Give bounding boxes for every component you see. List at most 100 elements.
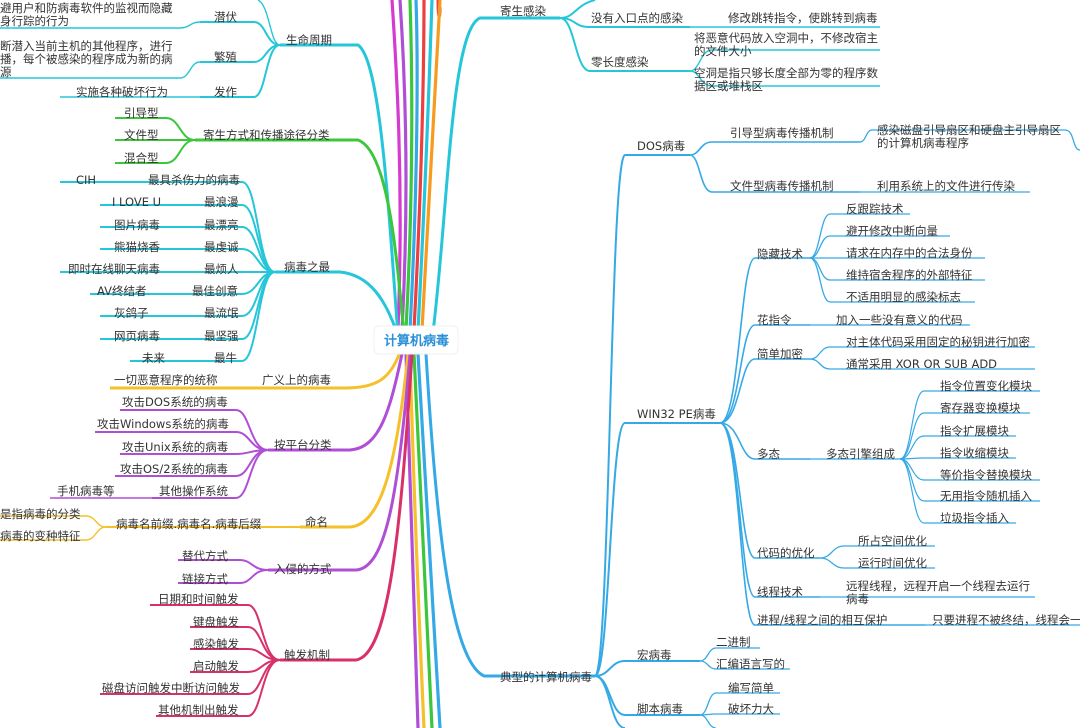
- node-boot-desc-line1[interactable]: 感染磁盘引导扇区和硬盘主引导扇区: [877, 123, 1061, 137]
- node-macro-virus[interactable]: 宏病毒: [637, 648, 672, 662]
- node-attack-desc[interactable]: 实施各种破坏行为: [76, 85, 168, 99]
- node-polymorphism[interactable]: 多态: [757, 447, 780, 461]
- node-hybrid-type[interactable]: 混合型: [124, 151, 159, 165]
- node-thread-desc-line1[interactable]: 远程线程，远程开启一个线程去运行: [846, 579, 1030, 593]
- node-poly-item-1[interactable]: 指令位置变化模块: [940, 379, 1032, 393]
- node-naming-format[interactable]: 病毒名前缀.病毒名.病毒后缀: [116, 517, 262, 531]
- node-parasitic-infection[interactable]: 寄生感染: [500, 4, 546, 18]
- node-no-entry-desc[interactable]: 修改跳转指令，使跳转到病毒: [728, 11, 878, 25]
- node-super-label-4[interactable]: 最虔诚: [204, 240, 239, 254]
- node-process-thread-protection[interactable]: 进程/线程之间的相互保护: [757, 613, 887, 627]
- node-script-virus[interactable]: 脚本病毒: [637, 702, 683, 716]
- root-node-label[interactable]: 计算机病毒: [384, 333, 449, 349]
- node-hiding-item-2[interactable]: 避开修改中断向量: [846, 224, 938, 238]
- node-file-type[interactable]: 文件型: [124, 128, 159, 142]
- node-intrusion-replace[interactable]: 替代方式: [182, 549, 228, 563]
- node-file-propagation[interactable]: 文件型病毒传播机制: [730, 179, 834, 193]
- node-script-item-2[interactable]: 破坏力大: [728, 702, 774, 716]
- node-super-name-5[interactable]: 即时在线聊天病毒: [68, 262, 160, 276]
- node-super-label-5[interactable]: 最烦人: [204, 262, 239, 276]
- node-dos-virus[interactable]: DOS病毒: [637, 139, 686, 153]
- node-super-label-1[interactable]: 最具杀伤力的病毒: [148, 173, 240, 187]
- node-platform-mobile[interactable]: 手机病毒等: [57, 484, 115, 498]
- node-boot-type[interactable]: 引导型: [124, 106, 159, 120]
- node-stage-attack[interactable]: 发作: [214, 85, 237, 99]
- node-typical-viruses[interactable]: 典型的计算机病毒: [500, 670, 592, 684]
- node-super-label-7[interactable]: 最流氓: [204, 306, 239, 320]
- node-platform-other[interactable]: 其他操作系统: [159, 484, 228, 498]
- node-super-label-9[interactable]: 最牛: [214, 351, 237, 365]
- node-super-name-9[interactable]: 未来: [142, 351, 165, 365]
- node-trigger-other[interactable]: 其他机制出触发: [158, 703, 239, 717]
- node-trigger-boot[interactable]: 启动触发: [193, 659, 239, 673]
- node-poly-item-6[interactable]: 无用指令随机插入: [940, 489, 1032, 503]
- node-platform-windows[interactable]: 攻击Windows系统的病毒: [97, 417, 229, 431]
- node-super-name-1[interactable]: CIH: [76, 173, 96, 187]
- node-platform[interactable]: 按平台分类: [274, 438, 332, 452]
- node-superlatives[interactable]: 病毒之最: [284, 260, 330, 274]
- node-super-name-7[interactable]: 灰鸽子: [114, 306, 149, 320]
- node-poly-item-2[interactable]: 寄存器变换模块: [940, 401, 1021, 415]
- node-poly-item-7[interactable]: 垃圾指令插入: [940, 511, 1009, 525]
- node-junk-desc[interactable]: 加入一些没有意义的代码: [836, 313, 963, 327]
- node-optimize-item-1[interactable]: 所占空间优化: [858, 534, 927, 548]
- node-platform-dos[interactable]: 攻击DOS系统的病毒: [122, 395, 228, 409]
- node-super-label-3[interactable]: 最漂亮: [204, 218, 239, 232]
- node-super-name-8[interactable]: 网页病毒: [114, 329, 160, 343]
- node-win32-pe-virus[interactable]: WIN32 PE病毒: [637, 407, 716, 421]
- node-trigger-date[interactable]: 日期和时间触发: [158, 592, 239, 606]
- node-latent-desc-line1[interactable]: 避用户和防病毒软件的监视而隐藏: [0, 1, 173, 15]
- node-intrusion-link[interactable]: 链接方式: [182, 572, 228, 586]
- node-reproduce-desc-line1[interactable]: 断潜入当前主机的其他程序，进行: [0, 39, 173, 53]
- node-super-label-2[interactable]: 最浪漫: [204, 195, 239, 209]
- node-script-item-1[interactable]: 编写简单: [728, 681, 774, 695]
- node-naming[interactable]: 命名: [305, 515, 328, 529]
- node-super-label-6[interactable]: 最佳创意: [192, 284, 238, 298]
- node-broad-desc[interactable]: 一切恶意程序的统称: [114, 373, 218, 387]
- node-super-name-2[interactable]: I LOVE U: [112, 195, 161, 209]
- node-trigger-infection[interactable]: 感染触发: [193, 637, 239, 651]
- node-broad-definition[interactable]: 广义上的病毒: [262, 373, 331, 387]
- node-file-desc[interactable]: 利用系统上的文件进行传染: [877, 179, 1015, 193]
- node-poly-engine[interactable]: 多态引擎组成: [826, 447, 895, 461]
- node-macro-item-2[interactable]: 汇编语言写的: [716, 657, 785, 671]
- node-hiding-item-4[interactable]: 维持宿舍程序的外部特征: [846, 268, 973, 282]
- node-naming-note-1[interactable]: 是指病毒的分类: [0, 507, 81, 521]
- node-poly-item-5[interactable]: 等价指令替换模块: [940, 468, 1032, 482]
- node-protect-desc[interactable]: 只要进程不被终结，线程会一: [932, 613, 1080, 627]
- node-zero-length-desc1-line1[interactable]: 将恶意代码放入空洞中，不修改宿主: [694, 31, 878, 45]
- node-code-optimization[interactable]: 代码的优化: [757, 546, 815, 560]
- node-macro-item-1[interactable]: 二进制: [716, 635, 751, 649]
- node-super-name-3[interactable]: 图片病毒: [114, 218, 160, 232]
- node-hiding-item-3[interactable]: 请求在内存中的合法身份: [846, 246, 973, 260]
- node-hiding-item-1[interactable]: 反跟踪技术: [846, 202, 904, 216]
- node-naming-note-2[interactable]: 病毒的变种特征: [0, 529, 81, 543]
- node-hiding-tech[interactable]: 隐藏技术: [757, 247, 803, 261]
- node-stage-reproduce[interactable]: 繁殖: [214, 50, 237, 64]
- node-poly-item-4[interactable]: 指令收缩模块: [940, 446, 1009, 460]
- node-super-name-4[interactable]: 熊猫烧香: [114, 240, 160, 254]
- node-junk-instructions[interactable]: 花指令: [757, 313, 792, 327]
- node-platform-os2[interactable]: 攻击OS/2系统的病毒: [120, 462, 229, 476]
- node-optimize-item-2[interactable]: 运行时间优化: [858, 556, 927, 570]
- node-simple-encryption[interactable]: 简单加密: [757, 347, 803, 361]
- node-zero-length-infection[interactable]: 零长度感染: [591, 55, 649, 69]
- node-thread-tech[interactable]: 线程技术: [757, 585, 803, 599]
- node-stage-latent[interactable]: 潜伏: [214, 10, 237, 24]
- node-trigger[interactable]: 触发机制: [284, 648, 330, 662]
- node-zero-length-desc2-line1[interactable]: 空洞是指只够长度全部为零的程序数: [694, 66, 878, 80]
- node-encrypt-item-1[interactable]: 对主体代码采用固定的秘钥进行加密: [846, 335, 1030, 349]
- node-parasitic-method[interactable]: 寄生方式和传播途径分类: [203, 128, 330, 142]
- node-boot-propagation[interactable]: 引导型病毒传播机制: [730, 126, 834, 140]
- node-trigger-keyboard[interactable]: 键盘触发: [193, 615, 239, 629]
- node-super-label-8[interactable]: 最坚强: [204, 329, 239, 343]
- node-poly-item-3[interactable]: 指令扩展模块: [940, 424, 1009, 438]
- node-hiding-item-5[interactable]: 不适用明显的感染标志: [846, 290, 961, 304]
- node-no-entry-infection[interactable]: 没有入口点的感染: [591, 11, 683, 25]
- node-intrusion[interactable]: 入侵的方式: [274, 562, 332, 576]
- node-lifecycle[interactable]: 生命周期: [286, 33, 332, 47]
- node-trigger-disk[interactable]: 磁盘访问触发中断访问触发: [102, 681, 240, 695]
- node-platform-unix[interactable]: 攻击Unix系统的病毒: [122, 440, 229, 454]
- root-node-box[interactable]: [373, 325, 459, 355]
- node-super-name-6[interactable]: AV终结者: [97, 284, 147, 298]
